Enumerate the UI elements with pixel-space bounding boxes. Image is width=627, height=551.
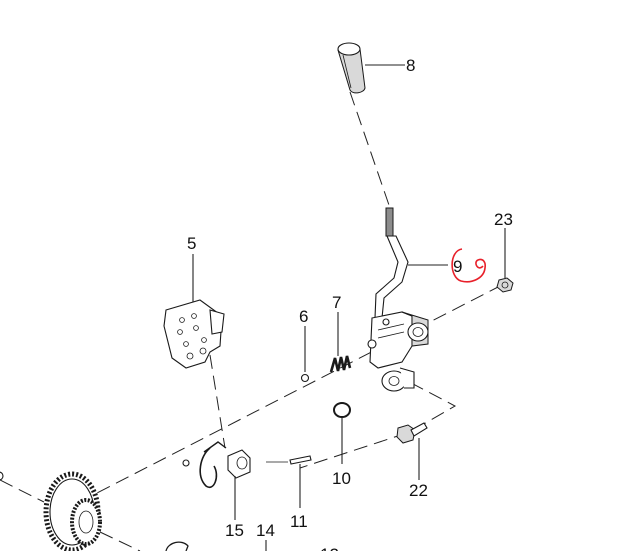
highlight-circle <box>451 248 486 283</box>
shift-lever-part-9 <box>367 207 429 392</box>
edge-part <box>0 471 4 481</box>
callout-11: 11 <box>290 512 308 531</box>
mounting-plate-part-5 <box>163 299 225 369</box>
pin-part-11 <box>266 455 312 465</box>
callout-22: 22 <box>409 481 428 500</box>
spring-part-7 <box>329 355 352 373</box>
callout-5: 5 <box>187 234 196 253</box>
callout-14: 14 <box>256 521 275 540</box>
shift-knob-part-8 <box>337 42 366 94</box>
callout-7: 7 <box>332 293 341 312</box>
torsion-spring-part-15 <box>182 441 251 489</box>
nut-part-23 <box>496 277 514 293</box>
callout-12: 12 <box>320 545 339 551</box>
callout-15: 15 <box>225 521 244 540</box>
callout-6: 6 <box>299 307 308 326</box>
ring-part-14 <box>165 541 189 551</box>
bolt-part-22 <box>396 422 428 444</box>
circlip-part-10 <box>333 402 351 418</box>
gear-assembly <box>43 471 102 551</box>
callout-9: 9 <box>453 257 462 276</box>
callout-23: 23 <box>494 210 513 229</box>
callout-10: 10 <box>332 469 351 488</box>
ball-part-6 <box>300 373 310 383</box>
callout-8: 8 <box>406 56 415 75</box>
